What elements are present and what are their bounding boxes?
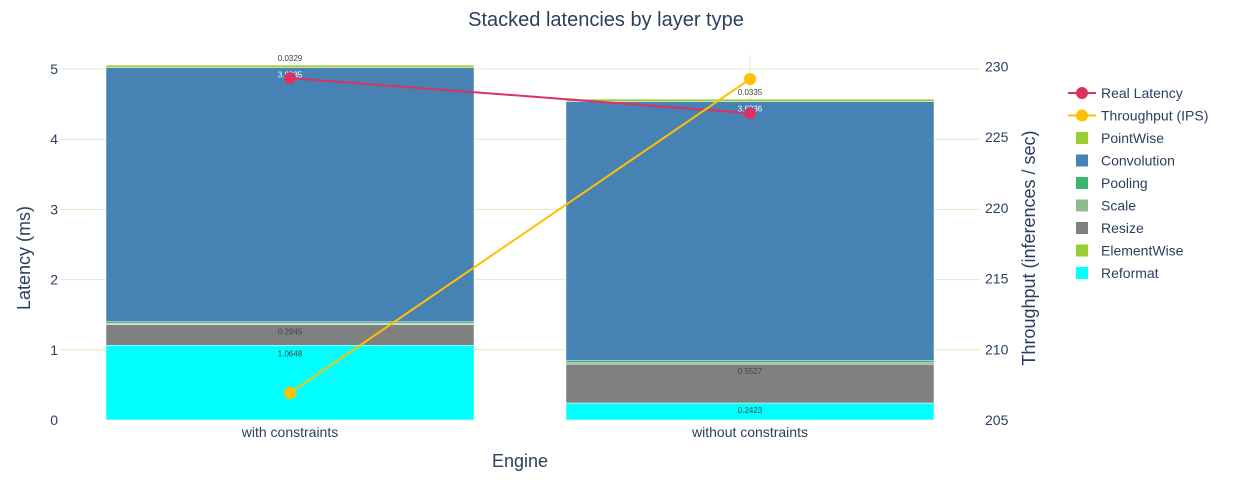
legend-label: Throughput (IPS)	[1101, 108, 1208, 124]
y2-tick-label: 210	[985, 341, 1009, 357]
legend-label: Convolution	[1101, 153, 1175, 169]
legend-swatch-box	[1076, 177, 1088, 189]
legend-swatch-box	[1076, 132, 1088, 144]
bar-convolution-without-constraints	[565, 101, 935, 361]
bar-pointwise-with-constraints	[105, 64, 475, 68]
legend-item-real-latency: Real Latency	[1068, 85, 1183, 101]
bar-label-pointwise: 0.0335	[738, 88, 763, 97]
y2-tick-label: 230	[985, 58, 1009, 74]
legend-label: Resize	[1101, 220, 1144, 236]
legend-item-pointwise: PointWise	[1076, 130, 1164, 146]
line-throughput-ips	[289, 78, 751, 394]
point-real-latency-without-constraints	[744, 107, 756, 120]
bar-label-resize: 0.5527	[738, 367, 763, 376]
bar-label-pointwise: 0.0329	[278, 54, 303, 63]
point-throughput-ips-without-constraints	[744, 73, 756, 86]
legend-swatch-marker	[1076, 109, 1088, 122]
legend-label: Real Latency	[1101, 85, 1183, 101]
legend-item-scale: Scale	[1076, 198, 1136, 214]
stacked-bars	[105, 64, 935, 421]
bar-label-resize: 0.2945	[278, 328, 303, 337]
y-tick-label: 1	[50, 342, 58, 358]
legend-item-reformat: Reformat	[1076, 265, 1159, 281]
legend-label: PointWise	[1101, 130, 1164, 146]
bar-label-reformat: 1.0648	[278, 349, 303, 358]
legend-item-throughput-ips: Throughput (IPS)	[1068, 108, 1208, 124]
legend-swatch-box	[1076, 154, 1088, 167]
legend-item-resize: Resize	[1076, 220, 1144, 236]
y2-tick-label: 215	[985, 271, 1009, 287]
bar-resize-without-constraints	[565, 363, 935, 404]
y-axis-title: Latency (ms)	[14, 206, 34, 310]
y-tick-label: 5	[50, 61, 58, 77]
legend-swatch-box	[1076, 222, 1088, 234]
x-axis-title: Engine	[492, 451, 548, 471]
y-tick-label: 2	[50, 272, 58, 288]
y-tick-label: 3	[50, 201, 58, 217]
bar-reformat-with-constraints	[105, 345, 475, 421]
legend-label: ElementWise	[1101, 243, 1184, 259]
x-tick-label: with constraints	[241, 424, 338, 440]
line-real-latency	[289, 77, 751, 115]
y-tick-label: 4	[50, 131, 58, 147]
legend-swatch-box	[1076, 267, 1088, 279]
bar-pointwise-without-constraints	[565, 98, 935, 102]
y2-axis-title: Throughput (inferences / sec)	[1019, 130, 1039, 365]
bar-pooling-without-constraints	[565, 360, 935, 364]
legend-label: Pooling	[1101, 175, 1148, 191]
x-tick-label: without constraints	[691, 424, 808, 440]
point-real-latency-with-constraints	[284, 72, 296, 85]
legend-item-pooling: Pooling	[1076, 175, 1148, 191]
chart-title: Stacked latencies by layer type	[468, 9, 744, 31]
legend-label: Reformat	[1101, 265, 1159, 281]
legend-swatch-box	[1076, 199, 1088, 212]
bar-label-reformat: 0.2423	[738, 406, 763, 415]
y2-tick-label: 225	[985, 129, 1009, 145]
y2-tick-label: 220	[985, 200, 1009, 216]
y2-tick-label: 205	[985, 412, 1009, 428]
line-series	[284, 72, 756, 400]
legend-swatch-marker	[1076, 87, 1088, 99]
legend-label: Scale	[1101, 198, 1136, 214]
legend-item-elementwise: ElementWise	[1076, 243, 1184, 259]
bar-convolution-with-constraints	[105, 67, 475, 323]
y-tick-label: 0	[50, 412, 58, 428]
point-throughput-ips-with-constraints	[284, 387, 296, 400]
axes: 0 1 2 3 4 5 205 210 215 220 225 230 with constraints…	[50, 58, 1008, 440]
legend-swatch-box	[1076, 244, 1088, 257]
legend-item-convolution: Convolution	[1076, 153, 1175, 169]
